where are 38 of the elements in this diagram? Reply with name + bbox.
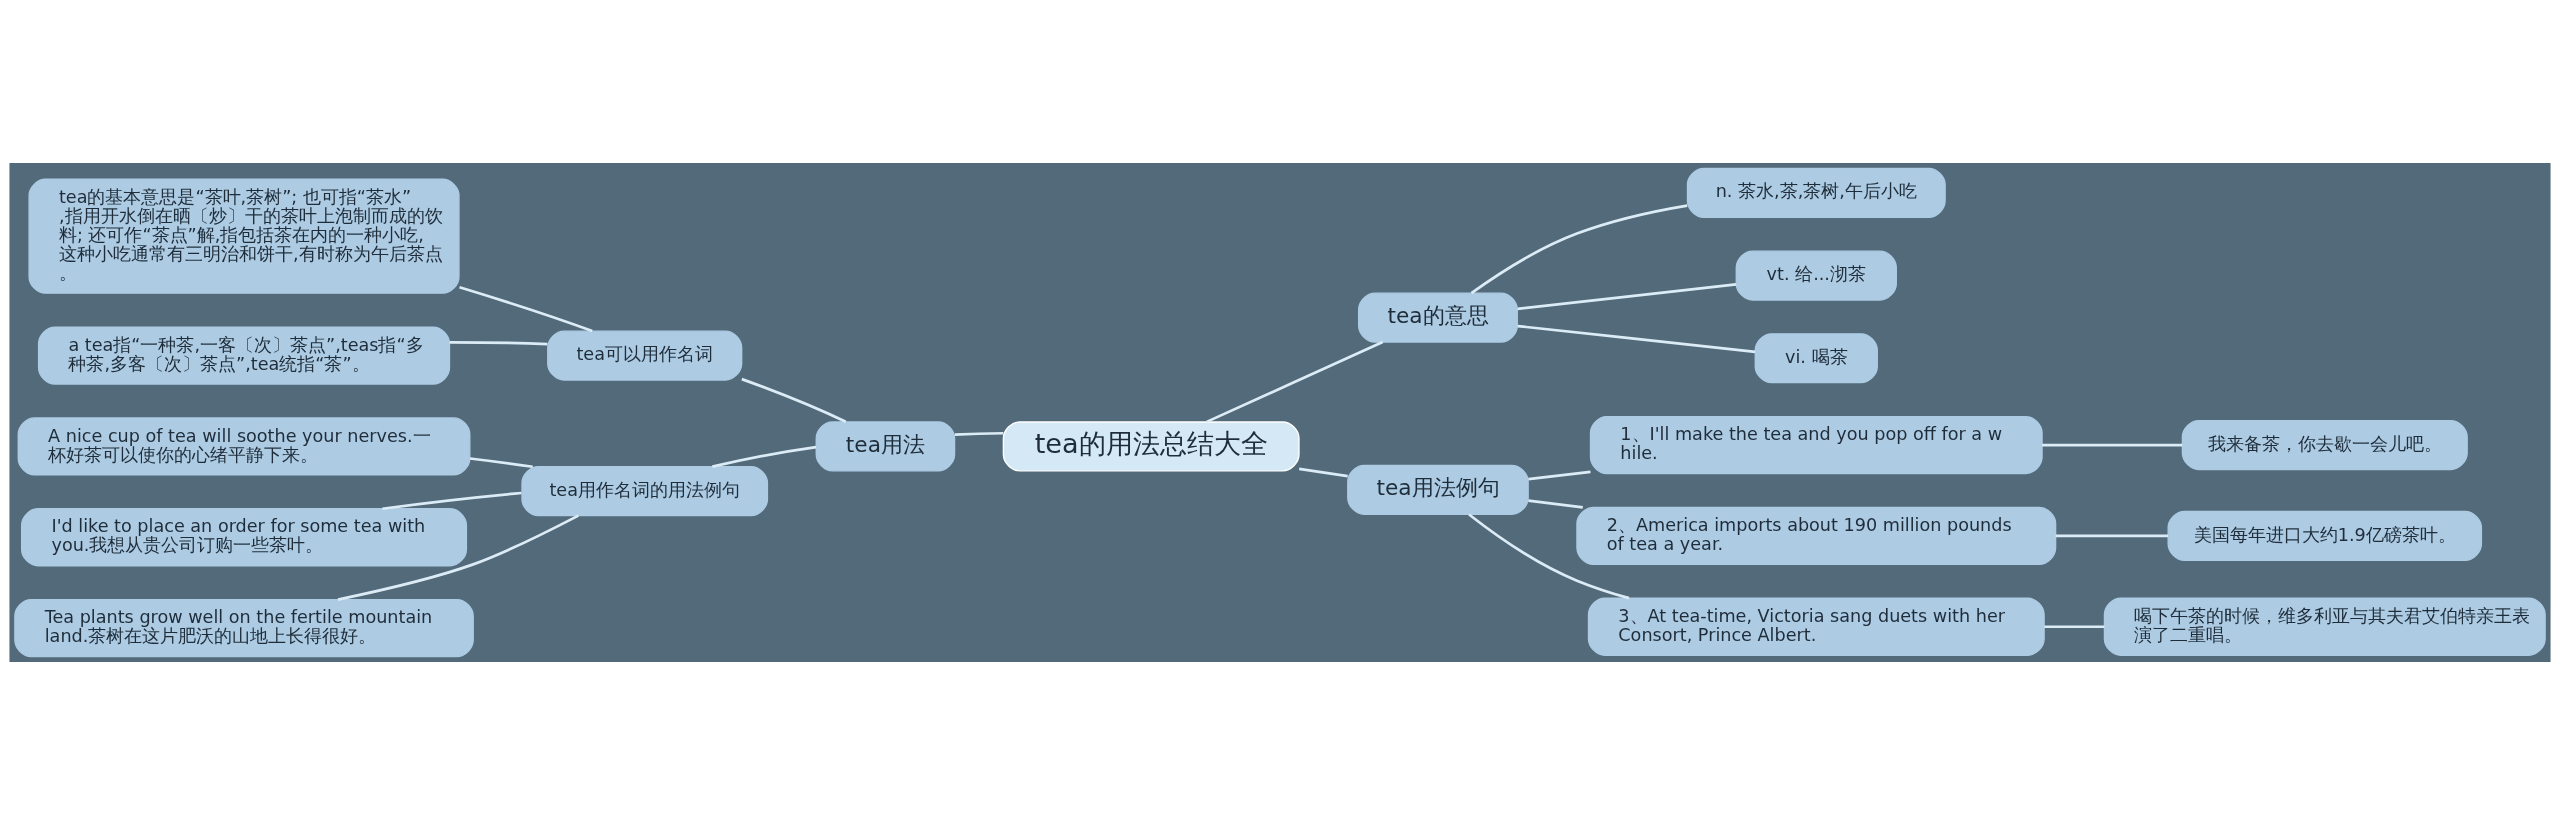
node-box: vt. 给...沏茶	[1735, 250, 1897, 301]
node-box: A nice cup of tea will soothe your nerves.一杯好茶可以使你的心绪平静下来。	[17, 417, 471, 476]
node-box: 1、I'll make the tea and you pop off for a while.	[1589, 415, 2043, 475]
node-box: tea的用法总结大全	[1002, 421, 1300, 472]
connector	[1470, 204, 1688, 295]
connector	[1517, 324, 1756, 354]
node-box: n. 茶水,茶,茶树,午后小吃	[1686, 167, 1946, 218]
node-box: tea用法	[815, 421, 956, 472]
connector	[2042, 443, 2183, 447]
node-box: 3、At tea-time, Victoria sang duets with her Consort, Prince Albert.	[1587, 597, 2045, 656]
connector	[1528, 499, 1583, 509]
connector	[2044, 625, 2105, 629]
connector	[1206, 340, 1384, 424]
connector	[382, 491, 522, 511]
connector	[1468, 513, 1630, 600]
node-box: 美国每年进口大约1.9亿磅茶叶。	[2167, 510, 2483, 561]
node-box: 我来备茶，你去歇一会儿吧。	[2181, 419, 2468, 471]
node-box: tea的基本意思是“茶叶,茶树”; 也可指“茶水”,指用开水倒在晒〔炒〕干的茶叶上泡制而成的饮料; 还可作“茶点”解,指包括茶在内的一种小吃,这种小吃通常有三明治和饼干,有时称为午后茶点。	[28, 178, 460, 294]
node-box: tea可以用作名词	[547, 330, 743, 381]
connector	[954, 431, 1004, 436]
connector	[1298, 467, 1348, 478]
node-box: tea用作名词的用法例句	[521, 466, 769, 517]
connector	[469, 457, 533, 469]
node-box: tea用法例句	[1347, 464, 1529, 515]
node-box: vi. 喝茶	[1754, 333, 1878, 384]
connector	[1528, 470, 1591, 481]
node-box: I'd like to place an order for some tea with you.我想从贵公司订购一些茶叶。	[20, 508, 468, 567]
node-box: a tea指“一种茶,一客〔次〕茶点”,teas指“多种茶,多客〔次〕茶点”,tea统指“茶”。	[37, 326, 451, 385]
connector	[712, 445, 817, 468]
connector	[459, 285, 593, 333]
node-box: 喝下午茶的时候，维多利亚与其夫君艾伯特亲王表演了二重唱。	[2103, 597, 2546, 656]
node-box: Tea plants grow well on the fertile mountain land.茶树在这片肥沃的山地上长得很好。	[14, 598, 474, 658]
connector	[741, 377, 847, 423]
connector	[449, 340, 548, 346]
node-box: 2、America imports about 190 million pounds of tea a year.	[1576, 506, 2057, 566]
connector	[1517, 283, 1737, 311]
node-box: tea的意思	[1357, 292, 1518, 343]
connector	[2055, 534, 2169, 538]
